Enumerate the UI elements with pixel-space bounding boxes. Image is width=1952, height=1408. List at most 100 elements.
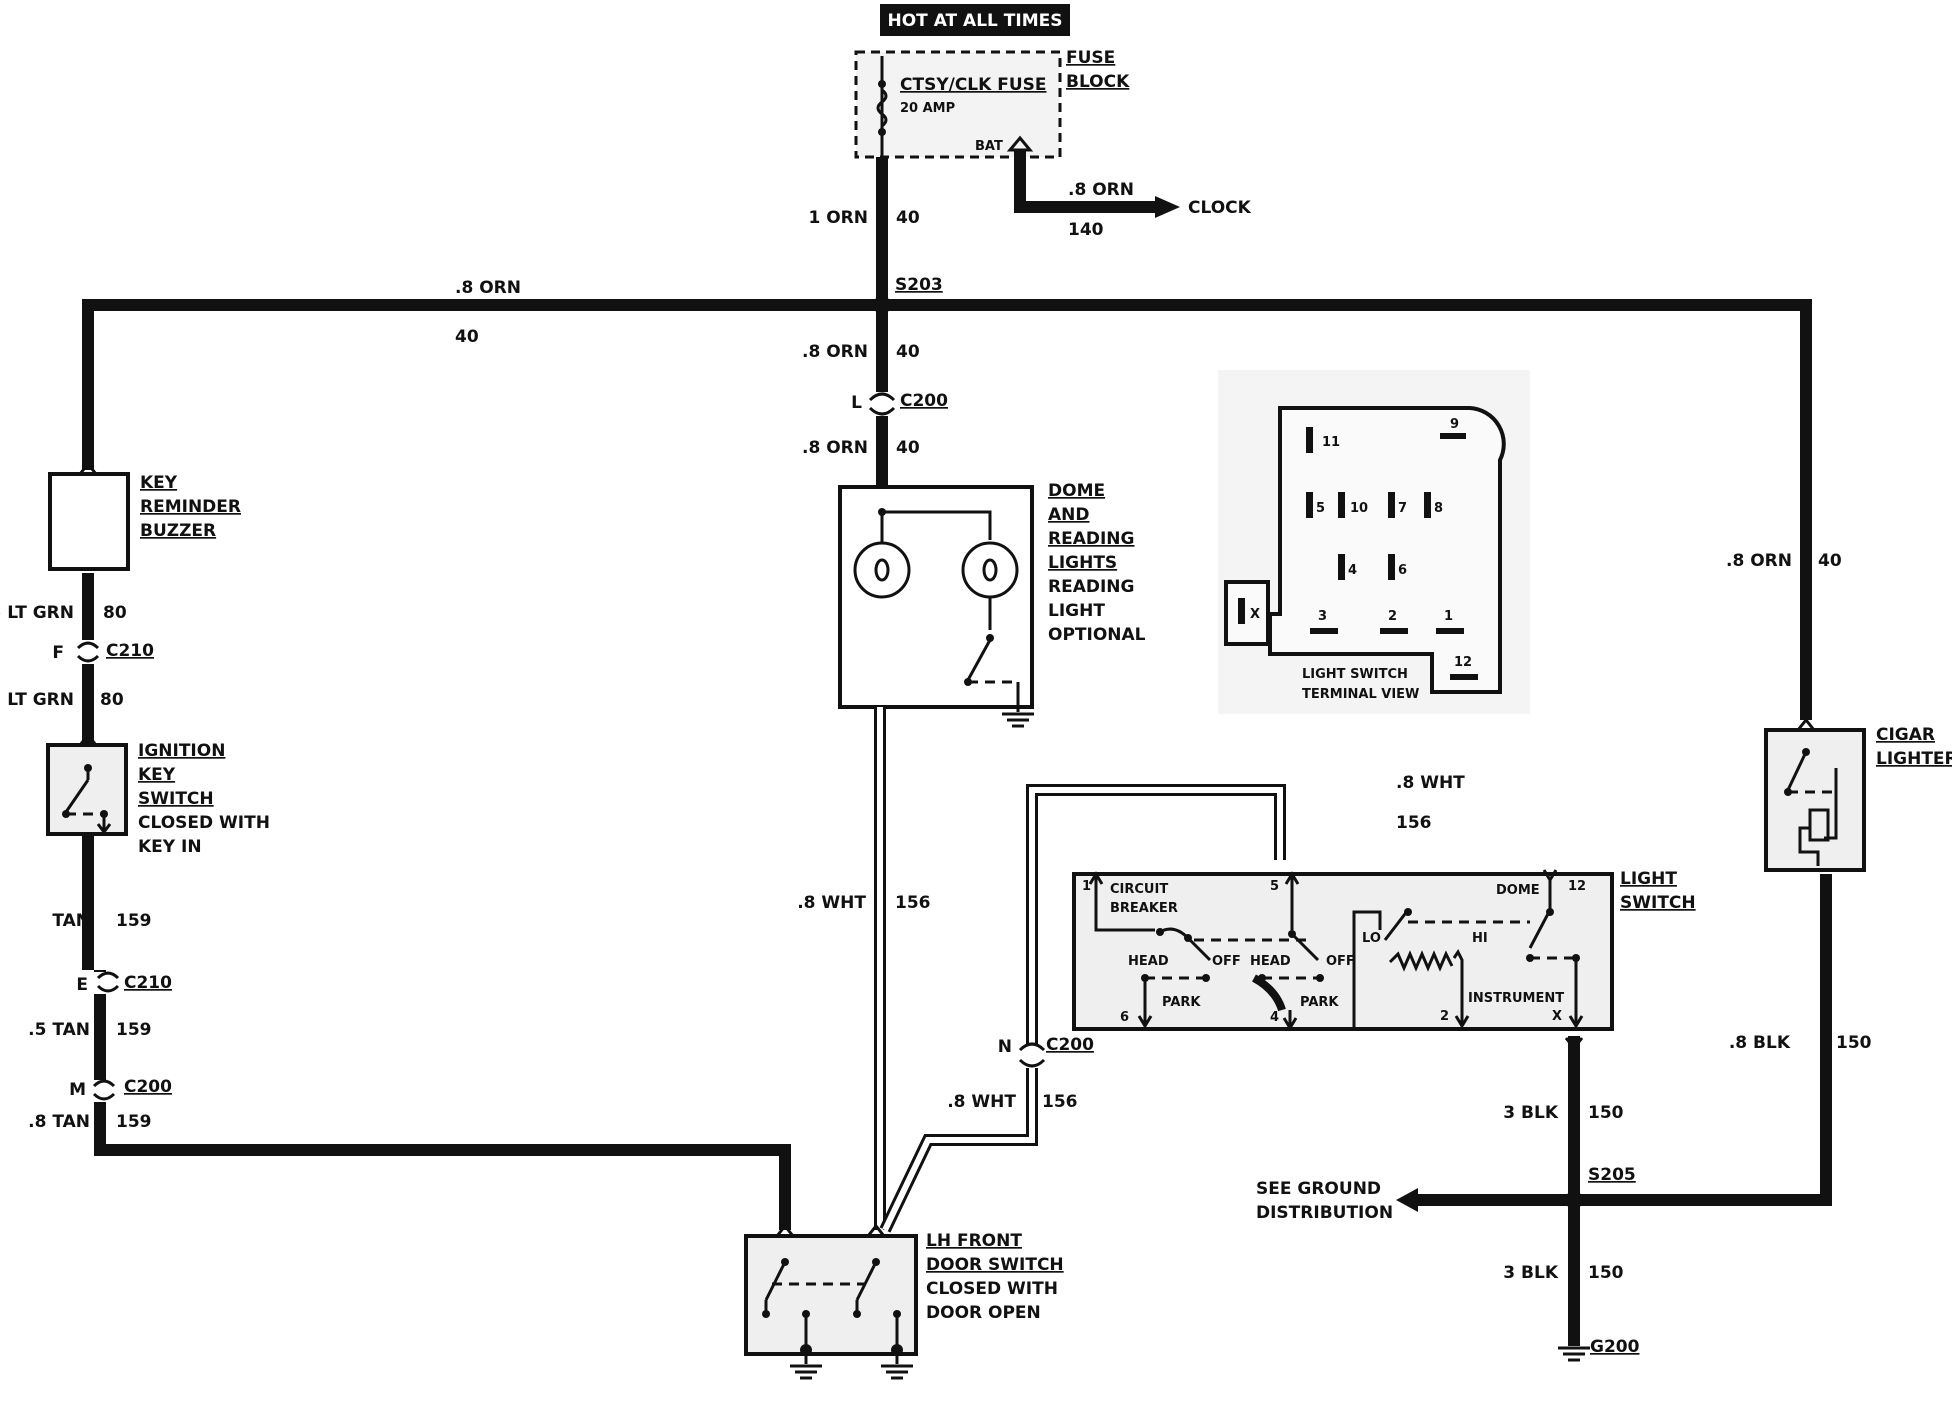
dome-feed-circuit-2: 40 [896,438,920,458]
w5-circuit: 159 [116,1112,152,1132]
ls-park-1: PARK [1162,995,1201,1010]
top-bus-circuit: 40 [455,327,479,347]
wht-b-gauge: .8 WHT [1396,773,1465,793]
c1-conn: C210 [106,641,154,661]
tv-5: 5 [1316,501,1325,516]
splice-s205: S205 [1588,1165,1636,1185]
terminal-pins [1238,427,1478,680]
w2-gauge: LT GRN [7,690,74,710]
dome-title-1: DOME [1048,481,1105,501]
door-title-2: DOOR SWITCH [926,1255,1064,1275]
cigar-title-2: LIGHTER [1876,749,1952,769]
c2-conn: C210 [124,973,172,993]
tv-12: 12 [1454,655,1472,670]
tv-10: 10 [1350,501,1368,516]
dome-feed-gauge-2: .8 ORN [802,438,868,458]
tv-3: 3 [1318,609,1327,624]
w1-gauge: .5 LT GRN [0,603,74,623]
gnd-w1-circuit: 150 [1588,1103,1624,1123]
dome-note-2: LIGHT [1048,601,1105,621]
tv-8: 8 [1434,501,1443,516]
door-switch: LH FRONT DOOR SWITCH CLOSED WITH DOOR OP… [744,1223,1064,1380]
ignition-key-switch: IGNITION KEY SWITCH CLOSED WITH KEY IN [46,732,270,857]
ls-pin-1: 1 [1082,879,1091,894]
ls-title-2: SWITCH [1620,893,1696,913]
tv-2: 2 [1388,609,1397,624]
ground-wiring: .8 BLK 150 3 BLK 150 3 BLK 150 S205 G200… [1256,874,1872,1362]
dome-feed-wire: .8 ORN 40 L C200 .8 ORN 40 [802,305,948,487]
door-note-1: CLOSED WITH [926,1279,1058,1299]
dome-title-4: LIGHTS [1048,553,1117,573]
light-switch: 1 CIRCUIT BREAKER HEAD OFF PARK 6 5 HEAD… [1072,869,1696,1031]
tv-caption-2: TERMINAL VIEW [1302,687,1419,702]
fuse-block-title-2: BLOCK [1066,72,1130,92]
gnd-w2-gauge: 3 BLK [1503,1263,1559,1283]
ls-off-2: OFF [1326,954,1355,969]
ls-title-1: LIGHT [1620,869,1677,889]
fuse-name: CTSY/CLK FUSE [900,75,1047,95]
top-bus-gauge: .8 ORN [455,278,521,298]
dome-feed-circuit-1: 40 [896,342,920,362]
dome-title-2: AND [1048,505,1090,525]
tv-11: 11 [1322,435,1340,450]
c3-conn: C200 [124,1077,172,1097]
w5-gauge: .8 TAN [28,1112,90,1132]
wht-c-circuit: 156 [1042,1092,1078,1112]
dome-reading-lights: DOME AND READING LIGHTS READING LIGHT OP… [838,481,1146,728]
ls-hi: HI [1472,931,1488,946]
clock-wire: .8 ORN 140 CLOCK [1006,135,1252,240]
clock-destination: CLOCK [1188,198,1252,218]
fuse-block: CTSY/CLK FUSE 20 AMP BAT FUSE BLOCK [854,48,1130,159]
w3-circuit: 159 [116,911,152,931]
cigar-feed-gauge: .8 ORN [1726,551,1792,571]
w1-circuit: 80 [103,603,127,623]
c2-pin: E [76,975,88,995]
ls-pin-x: X [1552,1009,1562,1024]
cigar-title-1: CIGAR [1876,725,1935,745]
gnd-w1-gauge: 3 BLK [1503,1103,1559,1123]
main-feed-gauge: 1 ORN [808,208,868,228]
wht-b-circuit: 156 [1396,813,1432,833]
door-title-1: LH FRONT [926,1231,1022,1251]
splice-s203: S203 [895,275,943,295]
ign-note-1: CLOSED WITH [138,813,270,833]
wht-conn: C200 [1046,1035,1094,1055]
wht-c-gauge: .8 WHT [947,1092,1016,1112]
door-note-2: DOOR OPEN [926,1303,1041,1323]
buzzer-title-2: REMINDER [140,497,241,517]
key-reminder-buzzer: KEY REMINDER BUZZER [48,461,241,571]
dome-title-3: READING [1048,529,1134,549]
ground-symbol-door-1 [790,1354,822,1380]
tv-1: 1 [1444,609,1453,624]
ls-lo: LO [1362,931,1381,946]
w2-circuit: 80 [100,690,124,710]
clock-wire-gauge: .8 ORN [1068,180,1134,200]
wht-a-gauge: .8 WHT [797,893,866,913]
see-ground-2: DISTRIBUTION [1256,1203,1393,1223]
see-ground-1: SEE GROUND [1256,1179,1381,1199]
ls-pin-12: 12 [1568,879,1586,894]
gnd-w2-circuit: 150 [1588,1263,1624,1283]
ls-instrument: INSTRUMENT [1468,991,1564,1006]
ls-park-2: PARK [1300,995,1339,1010]
white-wires: .8 WHT 156 .8 WHT 156 .8 WHT 156 N C200 [797,707,1465,1233]
tv-caption-1: LIGHT SWITCH [1302,667,1408,682]
dome-note-3: OPTIONAL [1048,625,1146,645]
dome-note-1: READING [1048,577,1134,597]
cigar-gnd-gauge: .8 BLK [1729,1033,1791,1053]
wht-conn-pin: N [998,1037,1012,1057]
tv-x: X [1250,607,1260,622]
ls-dome: DOME [1496,883,1540,898]
dome-feed-gauge-1: .8 ORN [802,342,868,362]
bat-label: BAT [975,139,1003,154]
cigar-gnd-circuit: 150 [1836,1033,1872,1053]
w4-gauge: .5 TAN [28,1020,90,1040]
tv-9: 9 [1450,417,1459,432]
tv-7: 7 [1398,501,1407,516]
fuse-block-title-1: FUSE [1066,48,1115,68]
ls-head-2: HEAD [1250,954,1291,969]
left-wire-chain: .5 LT GRN 80 F C210 LT GRN 80 TAN 159 E … [0,573,791,1230]
cigar-feed-circuit: 40 [1818,551,1842,571]
fuse-rating: 20 AMP [900,101,955,116]
